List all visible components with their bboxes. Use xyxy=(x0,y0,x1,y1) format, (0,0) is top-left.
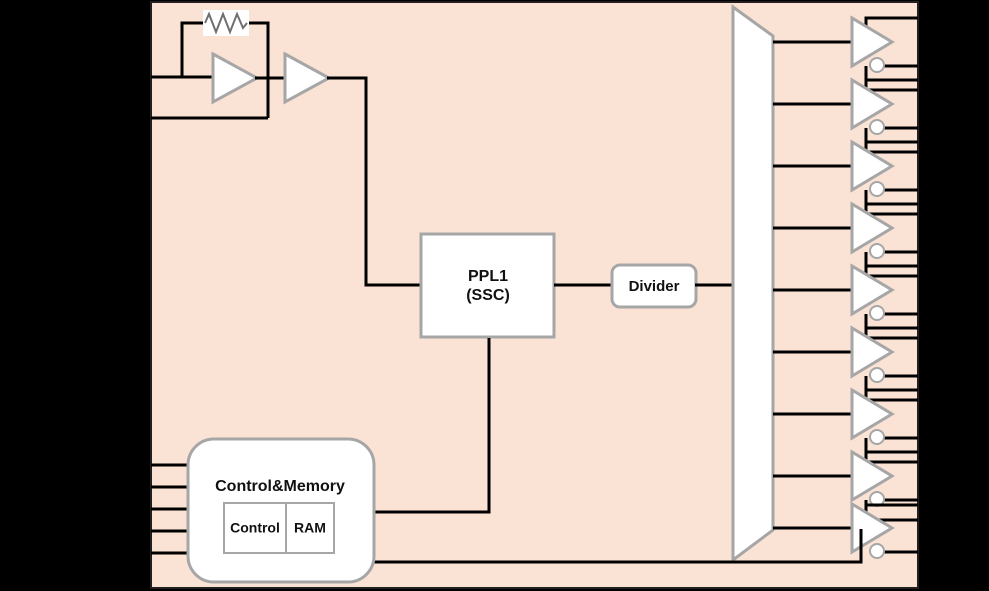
buffer-triangle-2[interactable] xyxy=(850,77,895,131)
resistor-icon xyxy=(204,11,248,35)
xtal-feedback-network xyxy=(180,21,270,118)
pll-block[interactable]: PPL1 (SSC) xyxy=(419,232,556,339)
inversion-bubble-5 xyxy=(869,305,885,321)
xtal-output-buffer xyxy=(283,51,333,105)
inversion-bubble-2 xyxy=(869,119,885,135)
ram-sub-block-rect[interactable] xyxy=(285,502,335,554)
buffer-triangle-1[interactable] xyxy=(850,15,895,69)
amplifier-triangle xyxy=(211,51,261,105)
inversion-bubble-9 xyxy=(869,543,885,559)
control-memory-label: Control&Memory xyxy=(215,478,345,495)
buffer-triangle-8[interactable] xyxy=(850,449,895,503)
left-pins-control xyxy=(151,463,192,555)
xtal-amplifier xyxy=(211,51,261,105)
feedback-left-leg xyxy=(180,21,205,77)
control-sub-block-label: Control xyxy=(230,520,280,536)
buffer-triangle-4[interactable] xyxy=(850,201,895,255)
ram-sub-block-label: RAM xyxy=(294,520,326,536)
mux-trapezoid[interactable] xyxy=(731,4,775,563)
control-memory-block[interactable]: Control&Memory Control RAM xyxy=(186,437,376,584)
inversion-bubble-1 xyxy=(869,57,885,73)
control-sub-block-rect[interactable] xyxy=(223,502,287,554)
output-buffer-4[interactable] xyxy=(850,201,918,278)
pll-label-line2: (SSC) xyxy=(466,287,510,304)
divider-block[interactable]: Divider xyxy=(610,263,698,309)
output-buffer-3[interactable] xyxy=(850,139,918,216)
buffer-triangle-7[interactable] xyxy=(850,387,895,441)
divider-label: Divider xyxy=(629,278,680,295)
output-buffer-bank xyxy=(850,15,918,559)
output-buffer-1[interactable] xyxy=(850,15,918,92)
inversion-bubble-6 xyxy=(869,367,885,383)
feedback-right-leg xyxy=(247,21,270,118)
inversion-bubble-3 xyxy=(869,181,885,197)
buffer-triangle-5[interactable] xyxy=(850,263,895,317)
inversion-bubble-7 xyxy=(869,429,885,445)
pll-label-line1: PPL1 xyxy=(468,268,508,285)
control-sub-block[interactable]: Control xyxy=(223,502,287,554)
pll-block-rect[interactable] xyxy=(419,232,556,339)
output-buffer-5[interactable] xyxy=(850,263,918,340)
output-mux[interactable] xyxy=(731,4,775,563)
ram-sub-block[interactable]: RAM xyxy=(285,502,335,554)
output-buffer-2[interactable] xyxy=(850,77,918,154)
wire-control-to-pll xyxy=(374,338,491,514)
buffer-triangle-6[interactable] xyxy=(850,325,895,379)
buffer-triangle xyxy=(283,51,333,105)
mux-fanout-wires xyxy=(773,40,854,530)
buffer-triangle-3[interactable] xyxy=(850,139,895,193)
wire-control-to-mux-bottom xyxy=(374,529,863,564)
wire-buffer-to-pll xyxy=(327,76,421,287)
inversion-bubble-4 xyxy=(869,243,885,259)
